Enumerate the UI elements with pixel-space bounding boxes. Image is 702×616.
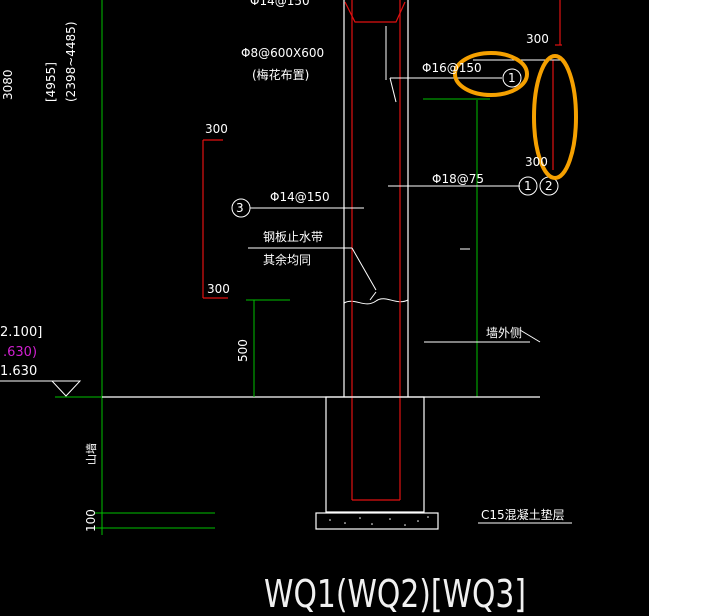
dim-range: (2398~4485) [64,22,78,103]
side-label: 山墙 [84,443,98,465]
dim-300-a: 300 [205,122,228,136]
elev-1: 2.100] [0,325,42,340]
c15-label: C15混凝土垫层 [481,507,565,522]
break-line-1 [343,298,409,305]
wall-outer-arrow [519,329,541,343]
dim-group-left: [4955] (2398~4485) [44,22,78,103]
leader-waterstop-diag [351,247,377,291]
bubble-2-text: 2 [545,179,553,193]
annot-waterstop: 钢板止水带 [263,230,323,244]
elev-2: .630) [3,345,37,360]
drawing-title[interactable]: WQ1(WQ2)[WQ3] [264,572,526,616]
dim-500: 500 [236,339,250,362]
cad-canvas[interactable]: Φ14@150 3080 [4955] (2398~4485) Φ8@600X6… [0,0,649,616]
annot-bar1[interactable]: Φ16@150 [422,61,482,75]
highlight-ellipse-red-line[interactable] [532,54,578,180]
bubble-1[interactable] [502,68,522,88]
leader-bar1-diag [389,77,397,103]
bubble-3-text: 3 [236,201,244,215]
dim-4955: [4955] [44,62,58,102]
wall-outer-label: 墙外侧 [486,326,522,340]
dim-100: 100 [84,509,98,532]
c15-cushion[interactable] [315,512,439,530]
dim-300-b: 300 [207,282,230,296]
annot-bar2[interactable]: Φ18@75 [432,172,484,186]
drawing-svg[interactable]: Φ14@150 3080 [4955] (2398~4485) Φ8@600X6… [0,0,649,616]
annot-tie-note: (梅花布置) [252,67,309,82]
bubble-3[interactable] [231,198,251,218]
annot-waterstop-note: 其余均同 [263,252,311,267]
top-cut-annot: Φ14@150 [250,0,310,8]
bubble-1-text: 1 [508,71,516,85]
break-mark [369,291,377,301]
annot-tie[interactable]: Φ8@600X600 [241,46,324,60]
dim-300-c: 300 [526,32,549,46]
bubble-1b-text: 1 [524,179,532,193]
annot-bar3[interactable]: Φ14@150 [270,190,330,204]
highlight-ellipse-bar1[interactable] [453,51,529,97]
bubble-1b[interactable] [518,176,538,196]
dim-3080: 3080 [1,69,15,100]
rebar-top-bend[interactable] [344,1,406,23]
elev-3: 1.630 [0,364,37,379]
dim-300-d: 300 [525,155,548,169]
cushion-hatch [329,516,429,526]
